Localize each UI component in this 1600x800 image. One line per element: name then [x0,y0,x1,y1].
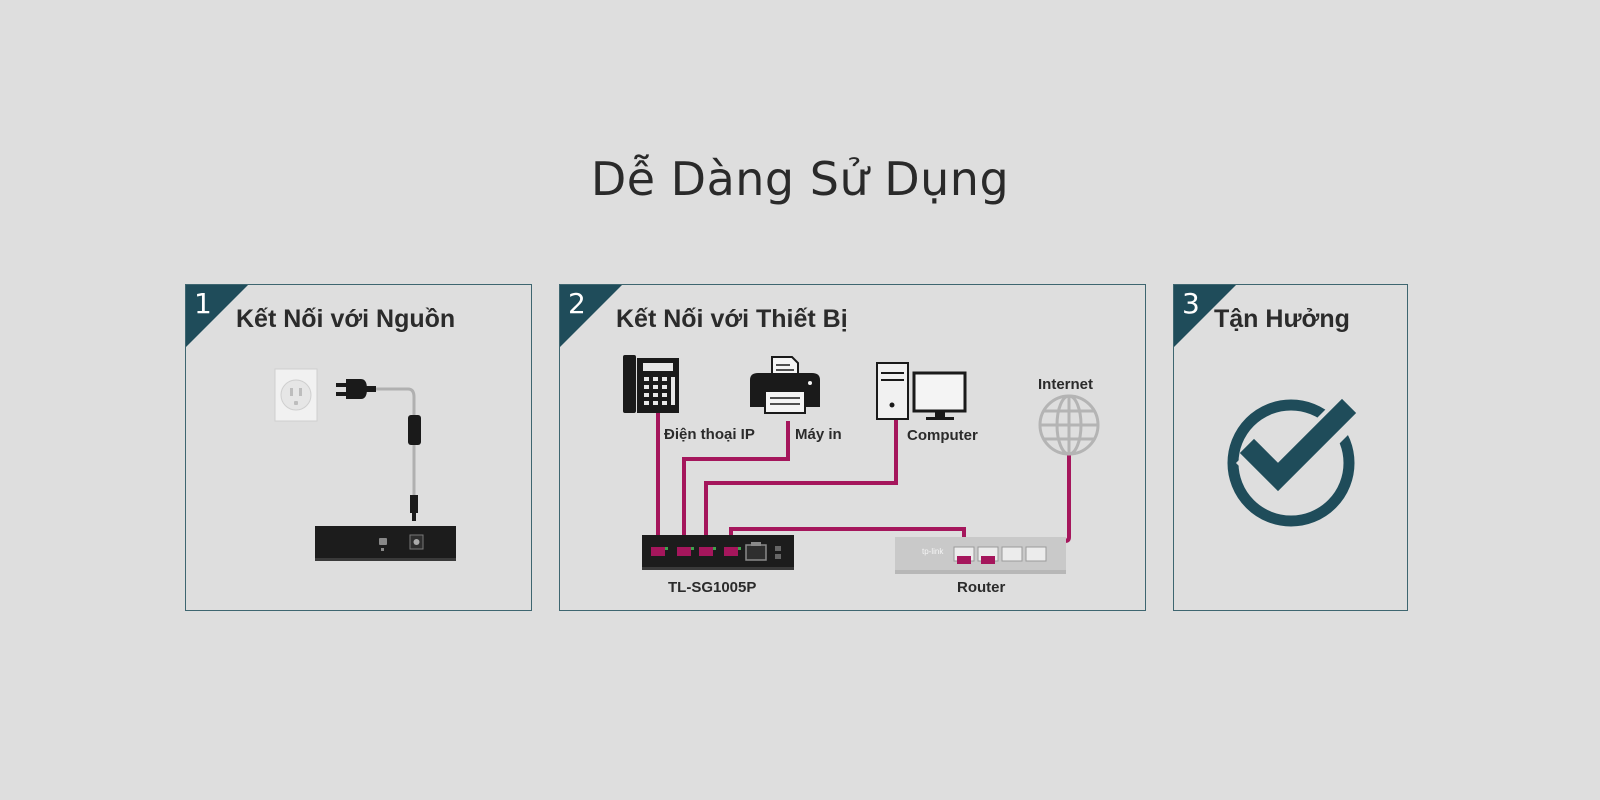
device-connection-diagram [623,355,1100,574]
router-label: Router [957,579,1006,596]
ip-phone-label: Điện thoại IP [664,426,755,443]
switch-device-icon [315,526,456,561]
router-logo: tp-link [922,547,944,556]
printer-icon [750,356,820,414]
step-corner-badge [186,285,248,347]
step-1-panel: 1 Kết Nối với Nguồn [185,284,532,611]
computer-label: Computer [907,427,978,444]
step-heading: Kết Nối với Thiết Bị [616,305,848,333]
step-corner-badge [560,285,622,347]
computer-icon [876,362,967,420]
printer-label: Máy in [795,426,842,443]
step-3-panel: 3 Tận Hưởng [1173,284,1408,611]
power-connection-illustration [274,368,456,561]
step-2-panel: 2 Kết Nối với Thiết Bị [559,284,1146,611]
page-title: Dễ Dàng Sử Dụng [590,152,1010,206]
checkmark-illustration [1227,394,1365,527]
step-corner-badge [1174,285,1236,347]
step-heading: Tận Hưởng [1214,305,1350,333]
step-number: 1 [194,287,212,320]
ferrite-bead-icon [408,415,421,445]
switch-label: TL-SG1005P [668,579,757,596]
step-heading: Kết Nối với Nguồn [236,305,456,333]
step-number: 3 [1182,287,1200,320]
ip-phone-icon [623,355,679,413]
switch-device-icon [642,535,794,570]
wall-outlet-icon [274,368,318,422]
internet-label: Internet [1038,376,1094,393]
globe-icon [1038,394,1100,456]
step-number: 2 [568,287,586,320]
router-device-icon [895,537,1066,574]
power-plug-icon [336,379,376,399]
check-circle-icon [1227,394,1365,527]
